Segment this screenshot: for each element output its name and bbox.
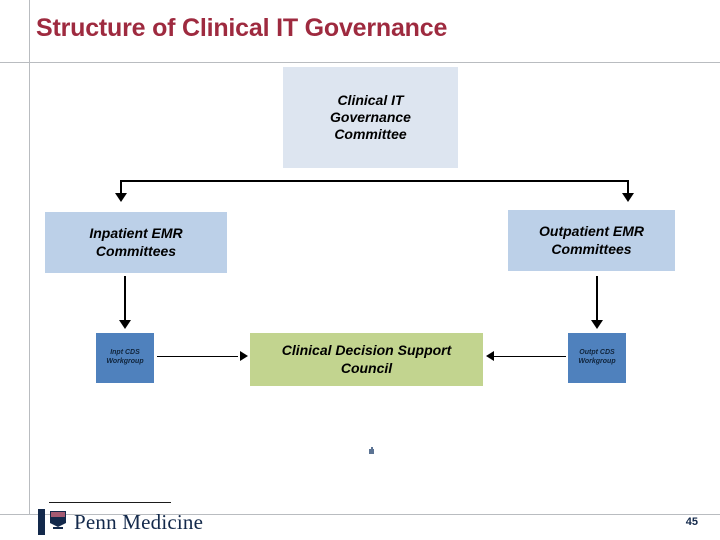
logo-wordmark: Penn Medicine xyxy=(74,509,204,534)
node-label-line: Clinical IT xyxy=(337,91,404,108)
node-label-line: Inpt CDS xyxy=(110,349,140,357)
arrowhead-right-icon xyxy=(240,351,248,361)
arrowhead-left-icon xyxy=(486,351,494,361)
stray-mark xyxy=(369,447,374,454)
penn-medicine-logo: Penn Medicine xyxy=(38,508,203,536)
node-inpt-cds-workgroup: Inpt CDS Workgroup xyxy=(96,333,154,383)
arrowhead-down-icon xyxy=(622,193,634,202)
connector-outpatient-stem xyxy=(596,276,598,322)
node-label-line: Workgroup xyxy=(106,358,144,365)
logo-underline xyxy=(49,502,171,503)
node-label-line: Outpatient EMR xyxy=(539,223,644,240)
arrowhead-down-icon xyxy=(591,320,603,329)
connector-inpt-to-council xyxy=(157,356,238,357)
node-clinical-decision-support-council: Clinical Decision Support Council xyxy=(250,333,483,386)
node-label-line: Governance xyxy=(330,108,411,125)
slide-footer-rule xyxy=(0,514,720,515)
slide-left-rule xyxy=(29,0,30,514)
arrowhead-down-icon xyxy=(119,320,131,329)
connector-governance-drop-right xyxy=(627,180,629,194)
connector-outpt-to-council xyxy=(494,356,566,357)
node-label-line: Council xyxy=(340,359,393,376)
node-label-line: Outpt CDS xyxy=(579,349,615,357)
node-label-line: Workgroup xyxy=(578,358,616,365)
connector-governance-bus xyxy=(120,180,629,182)
page-title: Structure of Clinical IT Governance xyxy=(36,14,448,42)
node-inpatient-emr-committees: Inpatient EMR Committees xyxy=(45,212,227,273)
logo-bar xyxy=(38,509,45,535)
node-outpatient-emr-committees: Outpatient EMR Committees xyxy=(508,210,675,271)
connector-governance-drop-left xyxy=(120,180,122,194)
penn-shield-icon xyxy=(49,510,68,534)
node-label-line: Committees xyxy=(95,242,177,259)
node-label-line: Inpatient EMR xyxy=(89,225,183,242)
node-label-line: Committees xyxy=(551,240,632,257)
page-number: 45 xyxy=(685,516,698,528)
node-outpt-cds-workgroup: Outpt CDS Workgroup xyxy=(568,333,626,383)
node-label-line: Clinical Decision Support xyxy=(281,342,452,359)
node-label-line: Committee xyxy=(334,126,407,143)
slide-title-rule xyxy=(0,62,720,63)
connector-inpatient-stem xyxy=(124,276,126,322)
node-governance-committee: Clinical IT Governance Committee xyxy=(283,67,458,168)
arrowhead-down-icon xyxy=(115,193,127,202)
